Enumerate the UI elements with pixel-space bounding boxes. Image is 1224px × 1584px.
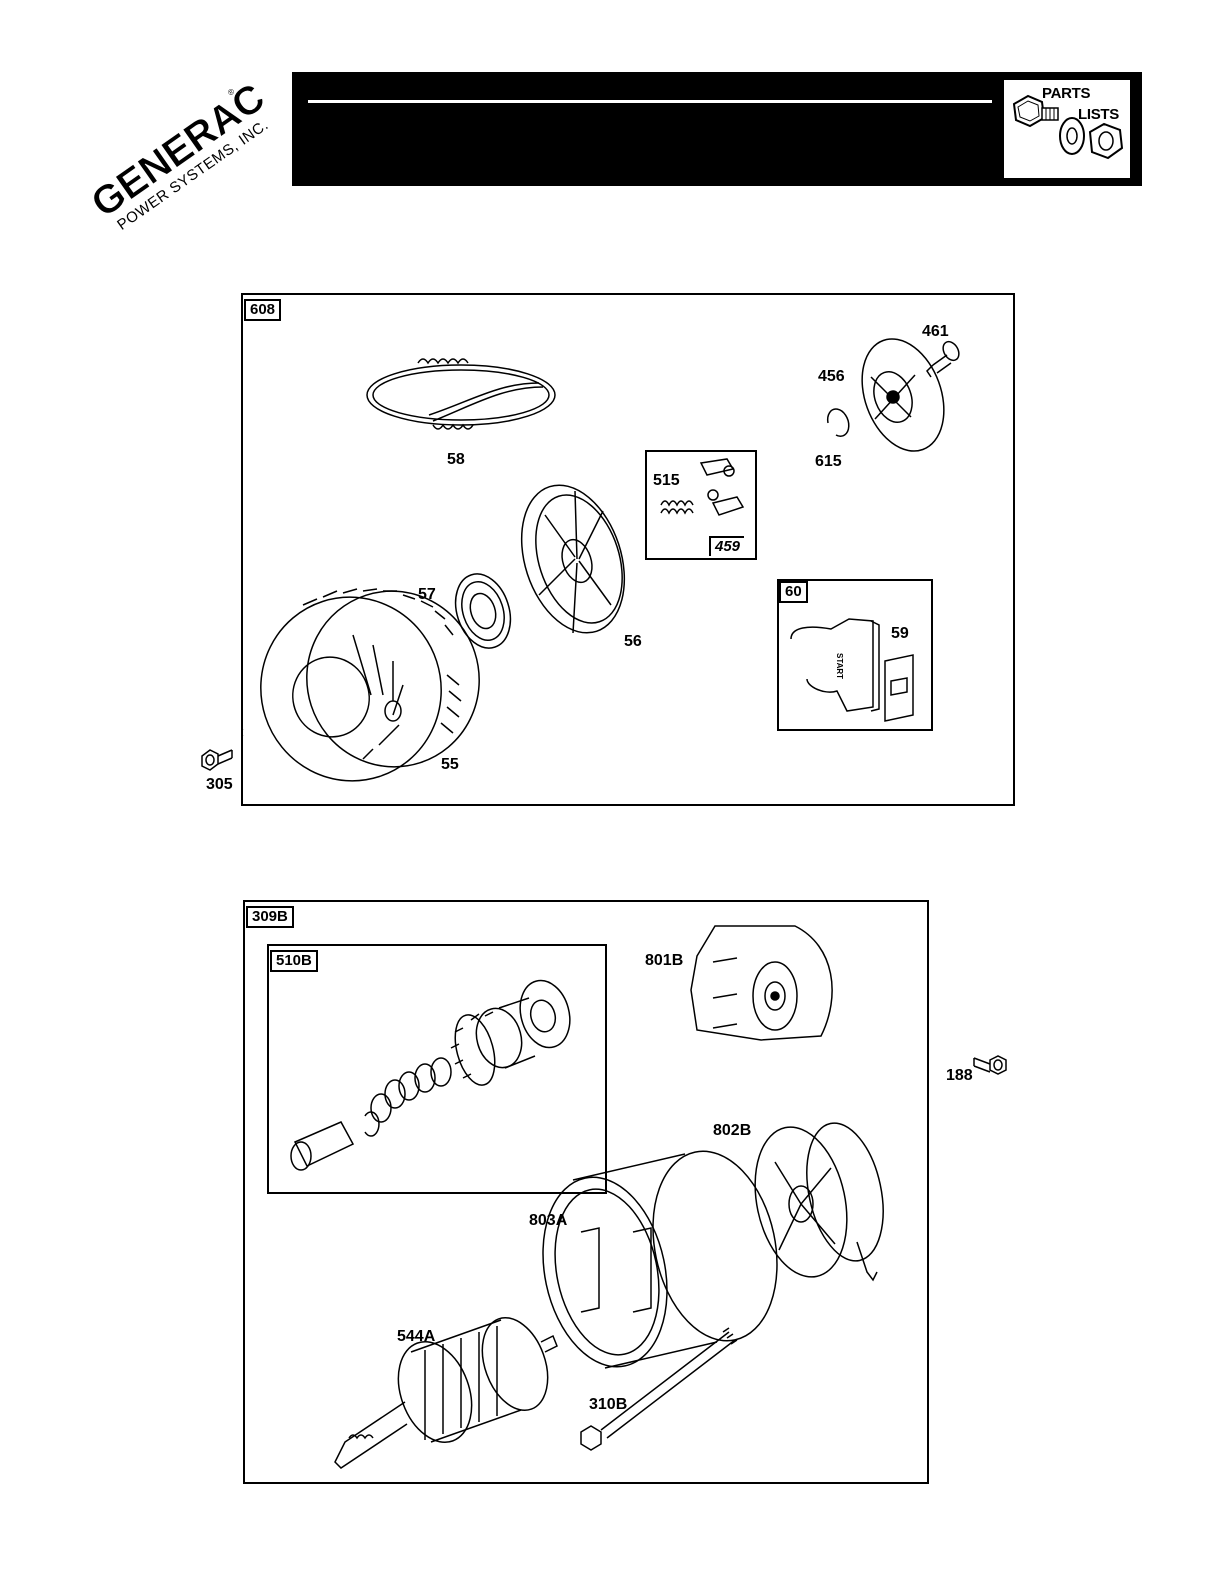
brush-end-cap-icon — [742, 1116, 895, 1285]
part-310B: 310B — [589, 1396, 627, 1414]
pawl-kit-box: 459 — [645, 450, 757, 560]
generac-logo: GENERAC POWER SYSTEMS, INC. ® — [60, 70, 280, 240]
bolt-188-icon — [970, 1046, 1010, 1082]
grip-label: START — [835, 653, 844, 679]
starter-grip-icon: START — [779, 581, 931, 729]
end-cap-icon — [691, 926, 832, 1040]
starter-housing-icon — [243, 569, 502, 804]
rope-icon — [367, 359, 555, 429]
starter-cup-icon — [847, 328, 958, 463]
part-56: 56 — [624, 633, 642, 651]
through-bolt-icon — [581, 1328, 737, 1450]
part-802B: 802B — [713, 1122, 751, 1140]
kit-label-309B: 309B — [246, 906, 294, 928]
rewind-starter-diagram: 608 459 60 START 461 456 615 58 515 57 5… — [241, 293, 1015, 806]
logo-wordmark: GENERAC — [84, 75, 273, 226]
part-544A: 544A — [397, 1328, 435, 1346]
banner-rule — [308, 100, 992, 103]
part-188: 188 — [946, 1067, 973, 1085]
retainer-clip-icon — [828, 409, 849, 436]
grip-kit-box: 60 START — [777, 579, 933, 731]
part-801B: 801B — [645, 952, 683, 970]
drive-kit-box: 510B — [267, 944, 607, 1194]
badge-parts-label: PARTS — [1042, 85, 1090, 102]
pulley-icon — [504, 472, 642, 646]
bolt-305-icon — [198, 740, 238, 780]
parts-lists-badge: PARTS LISTS — [1004, 80, 1130, 178]
kit-label-608: 608 — [244, 299, 281, 321]
armature-icon — [335, 1309, 560, 1468]
part-803A: 803A — [529, 1212, 567, 1230]
screw-icon — [927, 339, 962, 377]
recoil-spring-icon — [447, 567, 520, 655]
part-58: 58 — [447, 451, 465, 469]
part-55: 55 — [441, 756, 459, 774]
electric-starter-diagram: 309B 510B 801B 802B 803A 544A 310B — [243, 900, 929, 1484]
part-57: 57 — [418, 586, 436, 604]
part-59: 59 — [891, 625, 909, 643]
part-305: 305 — [206, 776, 233, 794]
part-456: 456 — [818, 368, 845, 386]
badge-lists-label: LISTS — [1078, 106, 1119, 123]
part-615: 615 — [815, 453, 842, 471]
header-banner: PARTS LISTS — [292, 72, 1142, 186]
part-515: 515 — [653, 472, 680, 490]
part-461: 461 — [922, 323, 949, 341]
kit-label-459: 459 — [709, 536, 744, 556]
kit-label-510B: 510B — [270, 950, 318, 972]
